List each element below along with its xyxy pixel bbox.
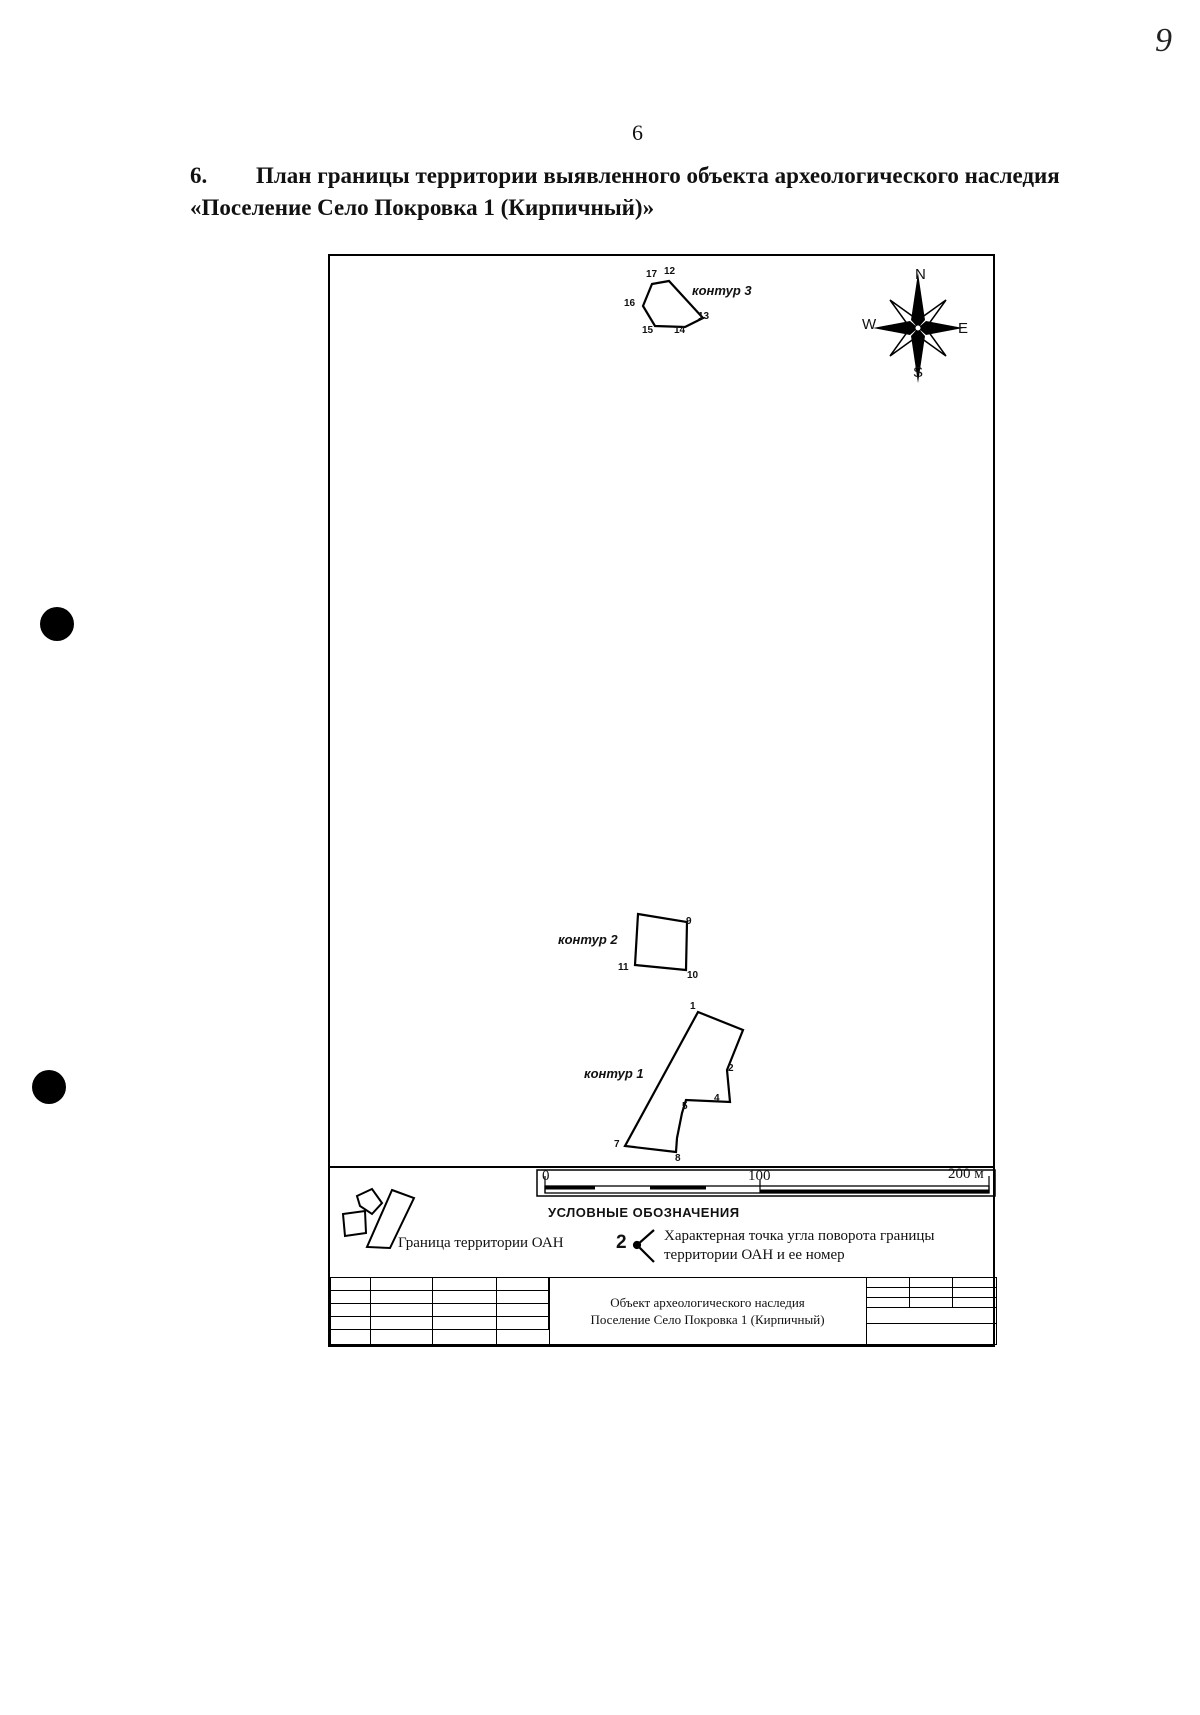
vertex-label: 11 [618,962,629,973]
heading-number: 6. [190,163,208,188]
heading-text: План границы территории выявленного объе… [190,163,1060,220]
scale-end-label: 200 м [948,1166,984,1182]
vertex-label: 7 [614,1139,620,1150]
title-block: Объект археологического наследия Поселен… [330,1277,997,1345]
legend-point-label-line1: Характерная точка угла поворота границы [664,1228,935,1244]
vertex-label: 13 [698,311,710,322]
vertex-label: 5 [682,1101,688,1112]
title-block-sheet-grid [867,1278,996,1344]
contour-3-polygon [641,279,705,329]
page-number: 6 [632,120,643,145]
vertex-label: 4 [714,1093,720,1104]
vertex-label: 16 [624,298,636,309]
contour-2-polygon [633,912,689,972]
legend-point-number: 2 [616,1232,627,1253]
legend-boundary-label: Граница территории ОАН [398,1235,564,1251]
punch-hole [32,1070,66,1104]
compass-rose-icon [873,273,963,383]
vertex-label: 9 [686,916,692,927]
vertex-label: 1 [690,1001,696,1012]
vertex-label: 8 [675,1153,681,1164]
legend-title: УСЛОВНЫЕ ОБОЗНАЧЕНИЯ [548,1205,740,1220]
legend-point-label-line2: территории ОАН и ее номер [664,1247,845,1263]
boundary-symbol-icon [341,1187,416,1250]
contour-1-label: контур 1 [584,1066,644,1081]
section-heading: 6.План границы территории выявленного об… [190,160,1110,224]
vertex-label: 12 [664,266,676,277]
handwritten-page-number: 9 [1155,22,1172,59]
contour-3-label: контур 3 [692,283,752,298]
punch-hole [40,607,74,641]
title-block-signature-grid [331,1278,550,1344]
compass-south-label: S [913,364,924,381]
vertex-point-icon [632,1229,655,1263]
title-block-object-name: Объект археологического наследия Поселен… [549,1278,867,1344]
scale-mid-label: 100 [748,1168,771,1184]
title-block-object-line1: Объект археологического наследия [610,1295,805,1310]
scale-bar [536,1169,996,1197]
scale-zero-label: 0 [542,1168,550,1184]
compass-north-label: N [915,266,926,283]
compass-east-label: E [958,320,969,337]
vertex-label: 10 [687,970,699,981]
title-block-object-line2: Поселение Село Покровка 1 (Кирпичный) [590,1312,825,1327]
vertex-label: 17 [646,269,658,280]
vertex-label: 14 [674,325,686,336]
vertex-label: 2 [728,1063,734,1074]
contour-1-polygon [623,1010,745,1154]
contour-2-label: контур 2 [558,932,618,947]
compass-west-label: W [862,316,877,333]
map-frame [328,254,995,1347]
vertex-label: 15 [642,325,654,336]
